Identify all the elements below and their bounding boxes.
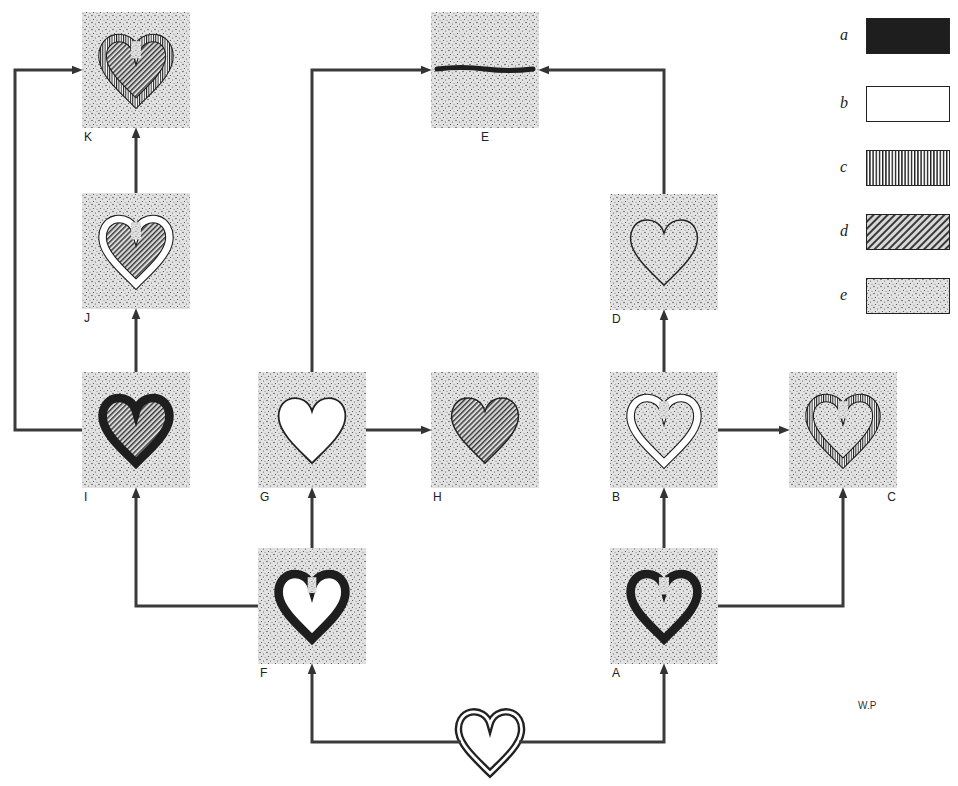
flow-arrow: [312, 70, 424, 372]
figure-panel: D: [610, 194, 718, 310]
figure-panel: G: [258, 372, 366, 488]
flow-arrow: [718, 495, 843, 606]
flow-arrow: [663, 495, 666, 548]
heart-figure: [103, 38, 170, 103]
panel-letter: J: [84, 311, 90, 325]
legend-letter: b: [840, 94, 848, 112]
flow-arrow: [546, 70, 664, 194]
flow-arrow: [663, 317, 666, 372]
panel-letter: E: [481, 130, 489, 144]
panel-letter: G: [260, 490, 269, 504]
heart-figure: [103, 398, 170, 463]
legend-swatch: [866, 86, 950, 122]
flow-arrow: [136, 495, 258, 606]
heart-figure: [631, 220, 698, 285]
flow-arrow: [135, 135, 138, 193]
signature: W.P: [858, 700, 876, 711]
figure-panel: A: [610, 548, 718, 664]
start-connector: [519, 671, 664, 742]
figure-panel: J: [82, 193, 190, 309]
panel-letter: B: [612, 490, 620, 504]
heart-figure: [452, 398, 519, 463]
heart-figure: [631, 574, 698, 639]
figure-panel: C: [789, 372, 897, 488]
flow-arrow: [15, 70, 82, 430]
legend-letter: d: [840, 222, 848, 240]
start-connector: [312, 671, 461, 742]
heart-figure: [631, 398, 698, 463]
panel-letter: K: [84, 130, 92, 144]
panel-letter: F: [260, 666, 267, 680]
figure-panel: B: [610, 372, 718, 488]
flow-arrow: [311, 495, 314, 548]
legend-letter: a: [840, 26, 848, 44]
figure-panel: I: [82, 372, 190, 488]
panel-letter: H: [433, 490, 442, 504]
flow-arrow: [366, 429, 424, 432]
panel-letter: C: [887, 490, 896, 504]
panel-letter: D: [612, 312, 621, 326]
legend-swatch: [866, 18, 950, 54]
heart-figure: [279, 574, 346, 639]
heart-figure: [810, 398, 877, 463]
flow-arrow: [135, 316, 138, 372]
flow-arrow: [718, 429, 782, 432]
stippled-panels: [82, 12, 897, 664]
panel-letter: I: [84, 490, 87, 504]
legend-swatch: [866, 150, 950, 186]
legend-swatch: [866, 278, 950, 314]
panel-letter: A: [612, 666, 620, 680]
figure-panel: E: [431, 12, 539, 128]
figure-panel: H: [431, 372, 539, 488]
heart-figure: [279, 398, 346, 463]
heart-figure: [103, 219, 170, 284]
starting-heart: [458, 712, 521, 773]
flattened-figure: [437, 68, 533, 71]
legend-letter: e: [840, 286, 847, 304]
legend-letter: c: [840, 158, 847, 176]
figure-panel: K: [82, 12, 190, 128]
figure-panel: F: [258, 548, 366, 664]
legend-swatch: [866, 214, 950, 250]
